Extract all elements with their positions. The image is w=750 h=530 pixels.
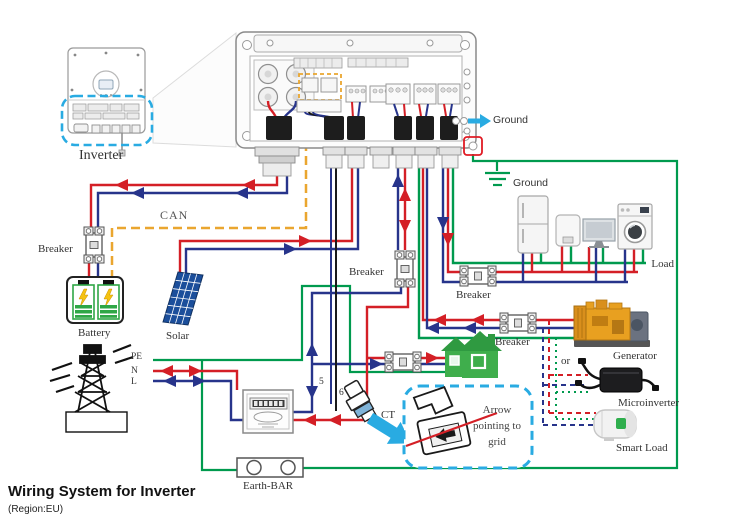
ct-clamp-icon (343, 379, 377, 423)
inverter-ports-highlight (60, 94, 154, 147)
breaker-generator-label: Breaker (495, 336, 530, 348)
zoom-cone (152, 31, 237, 148)
wire-ct-pair (330, 168, 337, 411)
can-label: CAN (160, 208, 189, 222)
generator-label: Generator (613, 350, 657, 362)
breaker-center-icon (394, 250, 416, 288)
ct-wire-6-label: 6 (339, 388, 344, 398)
flow-arrows-red (115, 179, 484, 426)
breaker-load-label: Breaker (456, 289, 491, 301)
junction-box (235, 31, 483, 177)
inverter-label: Inverter (79, 148, 124, 163)
ct-note: Arrow pointing to grid (473, 404, 521, 448)
battery-bank (66, 276, 124, 324)
ground-screw-highlight (463, 136, 483, 156)
grid-tower (49, 343, 134, 433)
smart-load-label: Smart Load (616, 442, 668, 454)
ground-terminal-label: Ground (493, 114, 529, 126)
ground-arrow (468, 114, 491, 128)
or-label: or (561, 355, 571, 367)
breaker-battery-icon (83, 226, 105, 264)
load-label: Load (651, 258, 674, 270)
wire-load-bus (441, 168, 646, 284)
appliance-washer (617, 203, 653, 250)
energy-meter (242, 389, 294, 434)
appliance-water-heater (555, 214, 581, 247)
ct-zoom-arrow (366, 412, 411, 444)
appliance-tv (582, 218, 616, 248)
appliance-fridge (517, 195, 549, 254)
breaker-generator-icon (499, 312, 537, 334)
breaker-center-label: Breaker (349, 266, 384, 278)
earth-bar-label: Earth-BAR (243, 480, 294, 492)
flow-arrows-blue (131, 174, 476, 399)
diagram-title: Wiring System for Inverter (8, 483, 196, 500)
solar-label: Solar (166, 330, 190, 342)
generator-icon (573, 299, 650, 347)
wire-can (110, 100, 308, 277)
diagram-region: (Region:EU) (8, 504, 64, 515)
breaker-load-icon (459, 265, 497, 287)
wire-grid-nl (153, 369, 243, 422)
l-label: L (131, 377, 137, 387)
breaker-backup-icon (384, 351, 422, 373)
cable-glands (254, 146, 462, 177)
solar-panel (162, 271, 204, 326)
ct-wire-5-label: 5 (319, 377, 324, 387)
smart-load-icon (593, 409, 637, 441)
n-label: N (131, 366, 138, 376)
pe-label: PE (131, 352, 143, 362)
ct-detail-box (402, 384, 534, 470)
battery-label: Battery (78, 327, 111, 339)
wire-solar (178, 168, 360, 275)
house-icon (441, 331, 502, 378)
earth-bar-icon (236, 457, 304, 478)
inverter-unit (60, 47, 154, 157)
ct-label: CT (381, 409, 396, 421)
microinverter-label: Microinverter (618, 397, 680, 409)
breaker-battery-label: Breaker (38, 243, 73, 255)
can-port-highlight (298, 73, 342, 101)
microinverter-icon (575, 358, 659, 393)
ground-earth-label: Ground (513, 177, 549, 189)
ct-clamp-large (412, 385, 472, 456)
